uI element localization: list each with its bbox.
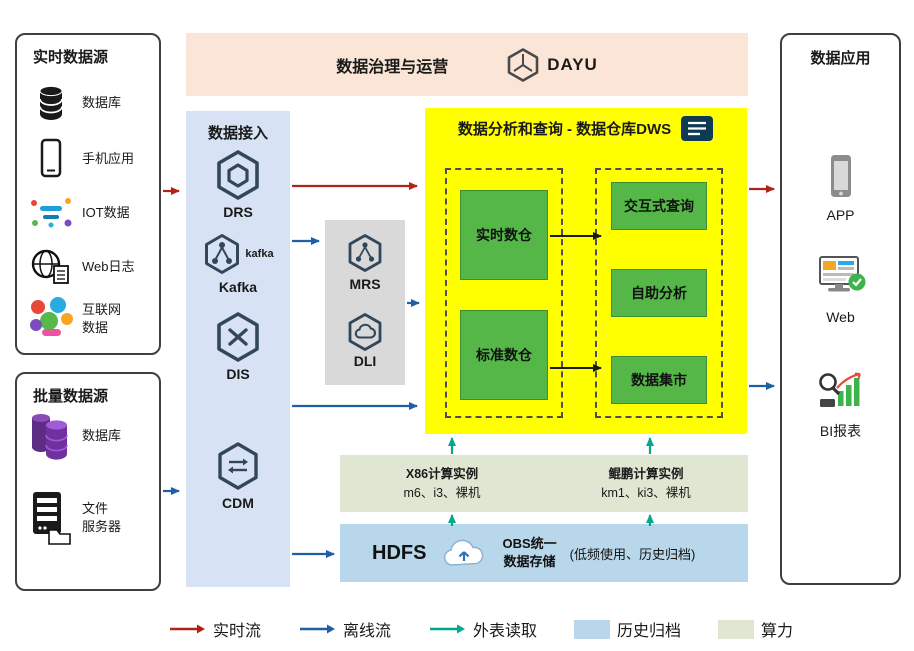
legend-realtime-flow: 实时流 [168,617,261,641]
dayu-logo: DAYU [506,47,598,83]
kunpeng-compute: 鲲鹏计算实例 km1、ki3、裸机 [544,465,748,503]
realtime-warehouse-label: 实时数仓 [476,227,532,243]
web-label: Web [826,309,855,325]
interactive-query-box: 交互式查询 [611,182,707,230]
legend-external-label: 外表读取 [472,623,537,640]
dis-label: DIS [226,366,250,382]
x86-specs: m6、i3、裸机 [403,485,481,500]
applications-panel: 数据应用 APP Web [780,33,901,585]
cdm-icon [186,441,290,491]
dis-icon [186,311,290,363]
interactive-query-label: 交互式查询 [624,198,694,214]
source-label: 手机应用 [82,151,135,167]
legend-offline-label: 离线流 [342,623,391,640]
file-server-icon [27,492,75,545]
self-service-analysis-box: 自助分析 [611,269,707,317]
dws-warehouse-group: 实时数仓 标准数仓 [445,168,563,418]
hdfs-label: HDFS [372,541,427,564]
dws-title: 数据分析和查询 - 数据仓库DWS [457,121,672,138]
list-item: Web日志 [27,241,135,293]
dli-label: DLI [353,353,377,369]
compute-swatch [717,619,754,639]
self-service-analysis-label: 自助分析 [631,285,687,301]
legend-compute: 算力 [717,617,793,641]
drs-label: DRS [223,204,253,220]
legend-realtime-label: 实时流 [213,623,262,640]
compute-panel: X86计算实例 m6、i3、裸机 鲲鹏计算实例 km1、ki3、裸机 [340,455,748,512]
source-label: Web日志 [82,259,135,275]
kunpeng-title: 鲲鹏计算实例 [608,466,684,481]
web-log-icon [27,241,75,293]
data-mart-box: 数据集市 [611,356,707,404]
realtime-sources-title: 实时数据源 [33,49,109,66]
drs-icon [186,149,290,201]
obs-cloud-icon [439,535,489,571]
x86-compute: X86计算实例 m6、i3、裸机 [340,465,544,503]
source-label: IOT数据 [82,205,130,221]
purple-database-icon [27,410,75,462]
storage-panel: HDFS OBS统一 数据存储 (低频使用、历史归档) [340,524,748,582]
kafka-icon: kafka [186,233,290,275]
app-icon [782,153,899,201]
list-item: 文件 服务器 [27,492,122,545]
ingestion-title: 数据接入 [207,125,268,142]
legend-external-read: 外表读取 [428,617,537,641]
list-item: IOT数据 [27,187,130,239]
list-item: 数据库 [27,410,121,462]
legend-archive-label: 历史归档 [616,623,681,640]
mrs-icon [325,233,405,273]
web-icon [782,253,899,301]
source-label: 文件 服务器 [82,501,122,534]
kafka-label: Kafka [218,279,258,295]
kafka-logo-text: kafka [245,248,274,260]
batch-sources-panel: 批量数据源 数据库 [15,372,161,591]
source-label: 数据库 [82,428,122,444]
dayu-hexagon-icon [506,47,540,83]
dayu-logo-text: DAYU [547,54,598,74]
list-item: 手机应用 [27,133,134,185]
governance-banner: 数据治理与运营 DAYU [186,33,748,96]
legend-offline-flow: 离线流 [298,617,391,641]
dws-panel: 数据分析和查询 - 数据仓库DWS 实时数仓 标准数仓 交互式查询 [425,108,747,434]
x86-title: X86计算实例 [405,466,479,481]
mobile-app-icon [27,133,75,185]
mrs-label: MRS [349,276,381,292]
realtime-warehouse-box: 实时数仓 [460,190,548,280]
bi-report-label: BI报表 [819,423,862,439]
internet-data-icon [27,293,75,345]
external-read-arrow-icon [428,623,466,635]
realtime-flow-arrow-icon [168,623,206,635]
ingestion-panel: 数据接入 DRS kafka Kafka [186,111,290,587]
governance-title: 数据治理与运营 [336,58,449,76]
standard-warehouse-label: 标准数仓 [476,347,532,363]
dws-document-icon [680,115,714,142]
dws-analysis-group: 交互式查询 自助分析 数据集市 [595,168,723,418]
legend: 实时流 离线流 外表读取 历史归档 算力 [168,614,793,644]
bi-report-icon [782,367,899,413]
kunpeng-specs: km1、ki3、裸机 [601,485,691,500]
archive-swatch [573,619,610,639]
data-mart-label: 数据集市 [631,372,687,388]
list-item: 数据库 [27,77,121,129]
source-label: 数据库 [82,95,122,111]
dli-icon [325,312,405,352]
obs-label: OBS统一 数据存储 [502,536,557,569]
legend-compute-label: 算力 [760,623,793,640]
iot-icon [27,187,75,239]
cdm-label: CDM [222,495,254,511]
app-label: APP [826,207,855,223]
applications-title: 数据应用 [810,50,871,67]
database-icon [27,77,75,129]
legend-archive: 历史归档 [573,617,681,641]
batch-sources-title: 批量数据源 [33,388,109,405]
obs-note: (低频使用、历史归档) [569,546,696,562]
processing-panel: MRS DLI [325,220,405,385]
standard-warehouse-box: 标准数仓 [460,310,548,400]
source-label: 互联网 数据 [82,302,122,335]
realtime-sources-panel: 实时数据源 数据库 手机应用 [15,33,161,355]
list-item: 互联网 数据 [27,293,121,345]
offline-flow-arrow-icon [298,623,336,635]
